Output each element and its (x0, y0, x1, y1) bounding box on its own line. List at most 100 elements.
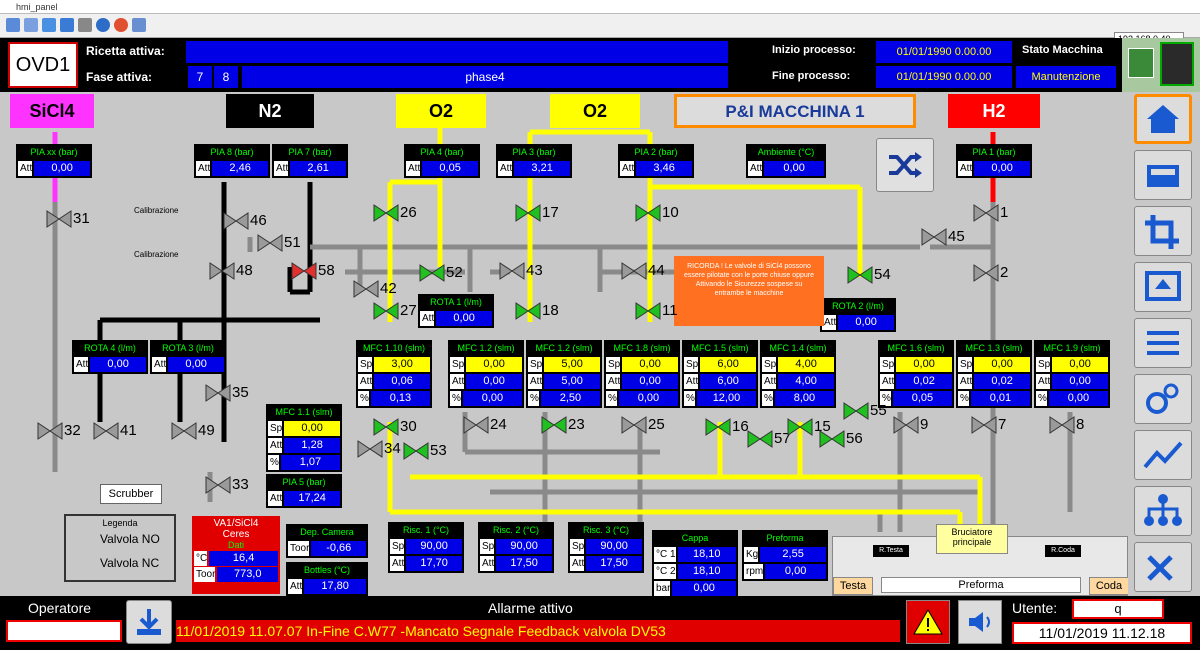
stop-icon[interactable] (114, 18, 128, 32)
valve-52[interactable]: 52 (418, 262, 463, 287)
valve-46[interactable]: 46 (222, 210, 267, 235)
preform-bar: Preforma (881, 577, 1081, 593)
valve-32[interactable]: 32 (36, 420, 81, 445)
tools-button[interactable] (1134, 542, 1192, 592)
valve-18[interactable]: 18 (514, 300, 559, 325)
start-label: Inizio processo: (772, 44, 856, 56)
valve-42[interactable]: 42 (352, 278, 397, 303)
window-icon[interactable] (6, 18, 20, 32)
valve-2[interactable]: 2 (972, 262, 1008, 287)
valve-31[interactable]: 31 (45, 208, 90, 233)
home-button[interactable] (1134, 94, 1192, 144)
legend-title: Legenda (102, 518, 138, 528)
valve-57[interactable]: 57 (746, 428, 791, 453)
valve-8[interactable]: 8 (1048, 414, 1084, 439)
phase-name: phase4 (242, 66, 728, 88)
inbox-icon (1147, 165, 1179, 187)
inbox-button[interactable] (1134, 150, 1192, 200)
valve-33[interactable]: 33 (204, 474, 249, 499)
valve-number: 34 (384, 440, 401, 457)
valve-number: 33 (232, 476, 249, 493)
burner-coda: R.Coda (1045, 545, 1081, 557)
burner-testa: R.Testa (873, 545, 909, 557)
screen-icon[interactable] (24, 18, 38, 32)
network-button[interactable] (1134, 486, 1192, 536)
valve-26[interactable]: 26 (372, 202, 417, 227)
alarm-button[interactable] (906, 600, 950, 644)
valve-number: 11 (662, 302, 678, 319)
valve-11[interactable]: 11 (634, 300, 678, 325)
valve-no-icon (74, 534, 94, 548)
valve-48[interactable]: 48 (208, 260, 253, 285)
valve-number: 54 (874, 266, 891, 283)
valve-30[interactable]: 30 (372, 416, 417, 441)
crop-button[interactable] (1134, 206, 1192, 256)
operator-field[interactable] (6, 620, 122, 642)
valve-number: 15 (814, 418, 831, 435)
valve-10[interactable]: 10 (634, 202, 679, 227)
valve-44[interactable]: 44 (620, 260, 665, 285)
valve-16[interactable]: 16 (704, 416, 749, 441)
valve-45[interactable]: 45 (920, 226, 965, 251)
settings-sliders-button[interactable] (1134, 318, 1192, 368)
valve-15[interactable]: 15 (786, 416, 831, 441)
valve-49[interactable]: 49 (170, 420, 215, 445)
valve-54[interactable]: 54 (846, 264, 891, 289)
valve-9[interactable]: 9 (892, 414, 928, 439)
document-icon[interactable] (78, 18, 92, 32)
valve-25[interactable]: 25 (620, 414, 665, 439)
valve-24[interactable]: 24 (462, 414, 507, 439)
valve-17[interactable]: 17 (514, 202, 559, 227)
valve-1[interactable]: 1 (972, 202, 1008, 227)
trend-button[interactable] (1134, 430, 1192, 480)
valve-number: 25 (648, 416, 665, 433)
valve-number: 44 (648, 262, 665, 279)
machine-status-icon (1122, 38, 1200, 92)
info-icon[interactable] (96, 18, 110, 32)
valve-43[interactable]: 43 (498, 260, 543, 285)
valve-34[interactable]: 34 (356, 438, 401, 463)
valve-55[interactable]: 55 (842, 400, 887, 425)
gas-o2-1: O2 (396, 94, 486, 128)
valve-number: 56 (846, 430, 863, 447)
valve-number: 46 (250, 212, 267, 229)
shuffle-button[interactable] (876, 138, 934, 192)
va1-subtitle: Ceres (222, 529, 250, 540)
valve-53[interactable]: 53 (402, 440, 447, 465)
gears-button[interactable] (1134, 374, 1192, 424)
sound-button[interactable] (958, 600, 1002, 644)
valve-56[interactable]: 56 (818, 428, 863, 453)
valve-number: 27 (400, 302, 417, 319)
valve-51[interactable]: 51 (256, 232, 301, 257)
gas-sicl4: SiCl4 (10, 94, 94, 128)
valve-7[interactable]: 7 (970, 414, 1006, 439)
valve-27[interactable]: 27 (372, 300, 417, 325)
recipe-value (186, 41, 728, 63)
trend-icon (1143, 441, 1183, 469)
valve-41[interactable]: 41 (92, 420, 137, 445)
valve-35[interactable]: 35 (204, 382, 249, 407)
network-icon (1144, 494, 1182, 526)
window-title: hmi_panel (0, 0, 1200, 14)
download-button[interactable] (126, 600, 172, 644)
user-label: Utente: (1012, 600, 1058, 616)
grid-icon[interactable] (42, 18, 56, 32)
valve-23[interactable]: 23 (540, 414, 585, 439)
refresh-icon[interactable] (60, 18, 74, 32)
valve-58[interactable]: 58 (290, 260, 335, 285)
upload-button[interactable] (1134, 262, 1192, 312)
operator-label: Operatore (28, 600, 92, 616)
valve-number: 35 (232, 384, 249, 401)
user-field[interactable]: q (1072, 599, 1164, 619)
valve-number: 31 (73, 210, 90, 227)
speaker-icon (969, 612, 990, 632)
end-value: 01/01/1990 0.00.00 (876, 66, 1012, 88)
upload-icon (1145, 271, 1181, 301)
gear-icon[interactable] (132, 18, 146, 32)
